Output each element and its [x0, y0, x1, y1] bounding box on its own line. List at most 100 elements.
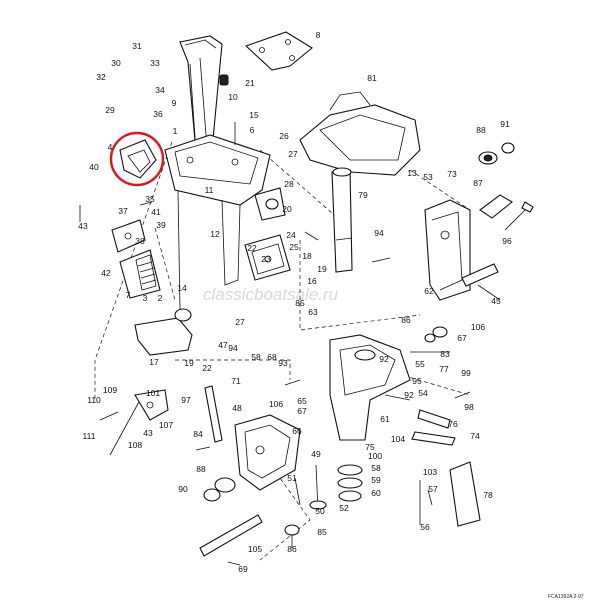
- front-mount-pad: [119, 249, 161, 299]
- callout-37: 37: [118, 206, 128, 216]
- callout-84: 84: [193, 429, 203, 439]
- callout-34: 34: [155, 85, 165, 95]
- callout-58: 58: [251, 352, 261, 362]
- callout-19: 19: [184, 358, 194, 368]
- pin-set: [419, 480, 433, 525]
- washer-stack: [337, 464, 363, 502]
- grommet-part: [219, 74, 229, 86]
- callout-58: 58: [371, 463, 381, 473]
- figure-caption: FCA1392A 2-97: [548, 594, 584, 600]
- callout-75: 75: [365, 442, 375, 452]
- callout-27: 27: [288, 149, 298, 159]
- callout-27: 27: [235, 317, 245, 327]
- callout-92: 92: [379, 354, 389, 364]
- callout-83: 83: [440, 349, 450, 359]
- washer-86: [284, 524, 300, 548]
- callout-22: 22: [247, 243, 257, 253]
- callout-8: 8: [316, 30, 321, 40]
- callout-94: 94: [228, 343, 238, 353]
- callout-54: 54: [418, 388, 428, 398]
- callout-61: 61: [380, 414, 390, 424]
- callout-38: 38: [135, 236, 145, 246]
- callout-76: 76: [448, 419, 458, 429]
- callout-97: 97: [181, 395, 191, 405]
- callout-43: 43: [78, 221, 88, 231]
- callout-14: 14: [177, 283, 187, 293]
- callout-67: 67: [297, 406, 307, 416]
- grommet-14: [174, 308, 192, 322]
- callout-67: 67: [457, 333, 467, 343]
- callout-86: 86: [287, 544, 297, 554]
- rear-mount: [244, 234, 291, 281]
- callout-86: 86: [401, 315, 411, 325]
- callout-109: 109: [103, 385, 117, 395]
- callout-107: 107: [159, 420, 173, 430]
- callout-40: 40: [89, 162, 99, 172]
- callout-66: 66: [292, 426, 302, 436]
- callout-100: 100: [368, 451, 382, 461]
- steering-tube: [331, 167, 353, 273]
- callout-110: 110: [87, 395, 101, 405]
- callout-62: 62: [424, 286, 434, 296]
- callout-10: 10: [228, 92, 238, 102]
- callout-51: 51: [287, 473, 297, 483]
- mount-plate: [111, 219, 146, 253]
- callout-57: 57: [428, 484, 438, 494]
- callout-56: 56: [420, 522, 430, 532]
- callout-48: 48: [232, 403, 242, 413]
- top-gasket: [244, 31, 313, 71]
- callout-36: 36: [153, 109, 163, 119]
- callout-39: 39: [156, 220, 166, 230]
- callout-92: 92: [404, 390, 414, 400]
- callout-71: 71: [231, 376, 241, 386]
- callout-49: 49: [311, 449, 321, 459]
- pivot-bolt: [294, 464, 327, 511]
- callout-96: 96: [502, 236, 512, 246]
- clamp-bracket-lower: [234, 414, 301, 491]
- callout-91: 91: [500, 119, 510, 129]
- callout-35: 35: [145, 194, 155, 204]
- callout-74: 74: [470, 431, 480, 441]
- callout-3: 3: [143, 293, 148, 303]
- callout-15: 15: [249, 110, 259, 120]
- callout-73: 73: [447, 169, 457, 179]
- callout-32: 32: [96, 72, 106, 82]
- callout-81: 81: [367, 73, 377, 83]
- callout-19: 19: [317, 264, 327, 274]
- callout-31: 31: [132, 41, 142, 51]
- callout-63: 63: [308, 307, 318, 317]
- callout-79: 79: [358, 190, 368, 200]
- callout-104: 104: [391, 434, 405, 444]
- callout-59: 59: [371, 475, 381, 485]
- callout-7: 7: [126, 290, 131, 300]
- callout-111: 111: [83, 431, 96, 441]
- adapter-plate: [164, 134, 271, 311]
- long-bar-105: [199, 514, 263, 557]
- swivel-bracket-top: [299, 91, 421, 176]
- callout-52: 52: [339, 503, 349, 513]
- callout-103: 103: [423, 467, 437, 477]
- callout-77: 77: [439, 364, 449, 374]
- callout-29: 29: [105, 105, 115, 115]
- callout-4: 4: [108, 142, 113, 152]
- highlighted-part-4: [109, 131, 165, 187]
- callout-87: 87: [473, 178, 483, 188]
- callout-21: 21: [245, 78, 255, 88]
- callout-26: 26: [279, 131, 289, 141]
- callout-101: 101: [146, 388, 160, 398]
- assembly-guide-lines: [94, 141, 471, 561]
- callout-95: 95: [412, 376, 422, 386]
- callout-98: 98: [464, 402, 474, 412]
- side-bracket-78: [449, 461, 481, 527]
- callout-33: 33: [150, 58, 160, 68]
- callout-78: 78: [483, 490, 493, 500]
- callout-41: 41: [151, 207, 161, 217]
- callout-53: 53: [423, 172, 433, 182]
- callout-68: 68: [267, 352, 277, 362]
- callout-9: 9: [172, 98, 177, 108]
- callout-30: 30: [111, 58, 121, 68]
- callout-28: 28: [284, 179, 294, 189]
- callout-50: 50: [315, 506, 325, 516]
- through-bolt: [504, 201, 534, 231]
